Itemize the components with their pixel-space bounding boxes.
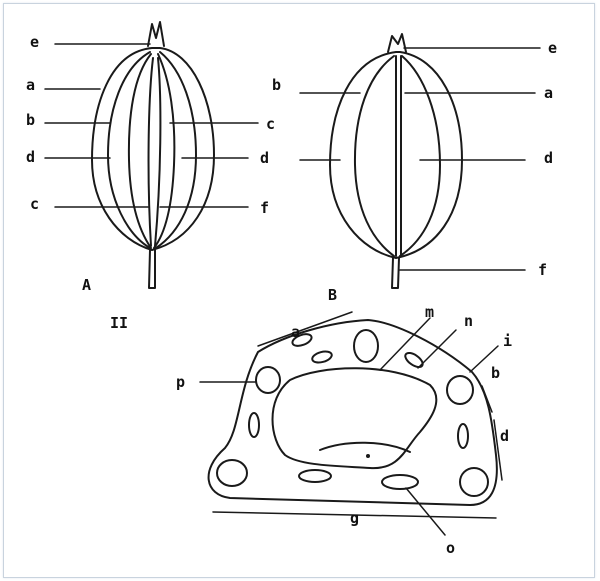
label-c-g: g [350, 509, 359, 527]
vitta-bottom-right [459, 467, 489, 497]
label-a-c-right: c [266, 115, 275, 133]
fruit-a-commissure-left [147, 57, 154, 247]
fruit-a-outline [91, 47, 215, 251]
leader-c-a [257, 311, 353, 347]
label-c-b: b [491, 364, 500, 382]
label-fig-II: II [110, 314, 128, 332]
vitta-top-center [353, 329, 379, 363]
label-a-d-right: d [260, 149, 269, 167]
label-a-d-left: d [26, 148, 35, 166]
leader-c-d [493, 419, 503, 481]
fruit-a-stylopodium [147, 21, 165, 47]
fruit-a-commissure-right [154, 57, 162, 247]
label-b-b: b [272, 76, 281, 94]
leader-c-i [469, 345, 499, 373]
vitta-right-mid [457, 423, 469, 449]
section-outline [207, 319, 498, 506]
leader-c-b [481, 385, 493, 413]
section-endosperm [271, 367, 438, 470]
fruit-a-pedicel [148, 249, 156, 289]
label-a-c-left: c [30, 195, 39, 213]
leader-c-n [417, 329, 457, 369]
label-a-f: f [260, 199, 269, 217]
vitta-upper-left [311, 350, 333, 364]
vitta-right [446, 375, 474, 405]
vitta-p [255, 366, 281, 394]
vitta-bottom-left [216, 459, 248, 487]
leader-c-o [405, 487, 446, 536]
fruit-a-ridge-4 [153, 53, 176, 249]
label-c-p: p [176, 373, 185, 391]
fruit-b-stylopodium [387, 33, 407, 53]
label-fig-B: B [328, 286, 337, 304]
section-center-dot [366, 454, 370, 458]
label-c-m: m [425, 303, 434, 321]
label-b-d-right: d [544, 149, 553, 167]
label-c-o: o [446, 539, 455, 557]
section-inner-rim [319, 441, 411, 453]
cross-section: a p m n i b d g o [176, 303, 512, 557]
vitta-bottom-mid [298, 469, 332, 483]
label-b-e: e [548, 39, 557, 57]
fruit-b: e b a d f B [272, 33, 557, 304]
fruit-b-ridge-2 [399, 55, 441, 257]
label-a-b: b [26, 111, 35, 129]
fruit-b-pedicel [391, 257, 400, 289]
label-b-a: a [544, 84, 553, 102]
fruit-a-ridge-1 [107, 51, 151, 249]
leader-c-m [379, 317, 431, 371]
label-c-a: a [291, 323, 300, 341]
label-a-e: e [30, 33, 39, 51]
label-b-f: f [538, 261, 547, 279]
leader-c-g [212, 511, 497, 519]
label-a-a: a [26, 76, 35, 94]
label-fig-A: A [82, 276, 91, 294]
vitta-top-left [291, 333, 313, 347]
fruit-b-outline [329, 51, 463, 259]
label-c-n: n [464, 312, 473, 330]
fruit-a-ridge-3 [155, 51, 197, 249]
fruit-b-ridge-1 [353, 55, 395, 257]
fruit-a: e a b d c c d f A II [26, 21, 275, 332]
label-c-i: i [503, 332, 512, 350]
vitta-n [404, 351, 424, 369]
fruit-a-ridge-2 [127, 53, 152, 249]
label-c-d: d [500, 427, 509, 445]
vitta-left-mid [248, 412, 260, 438]
vitta-o [381, 474, 419, 490]
